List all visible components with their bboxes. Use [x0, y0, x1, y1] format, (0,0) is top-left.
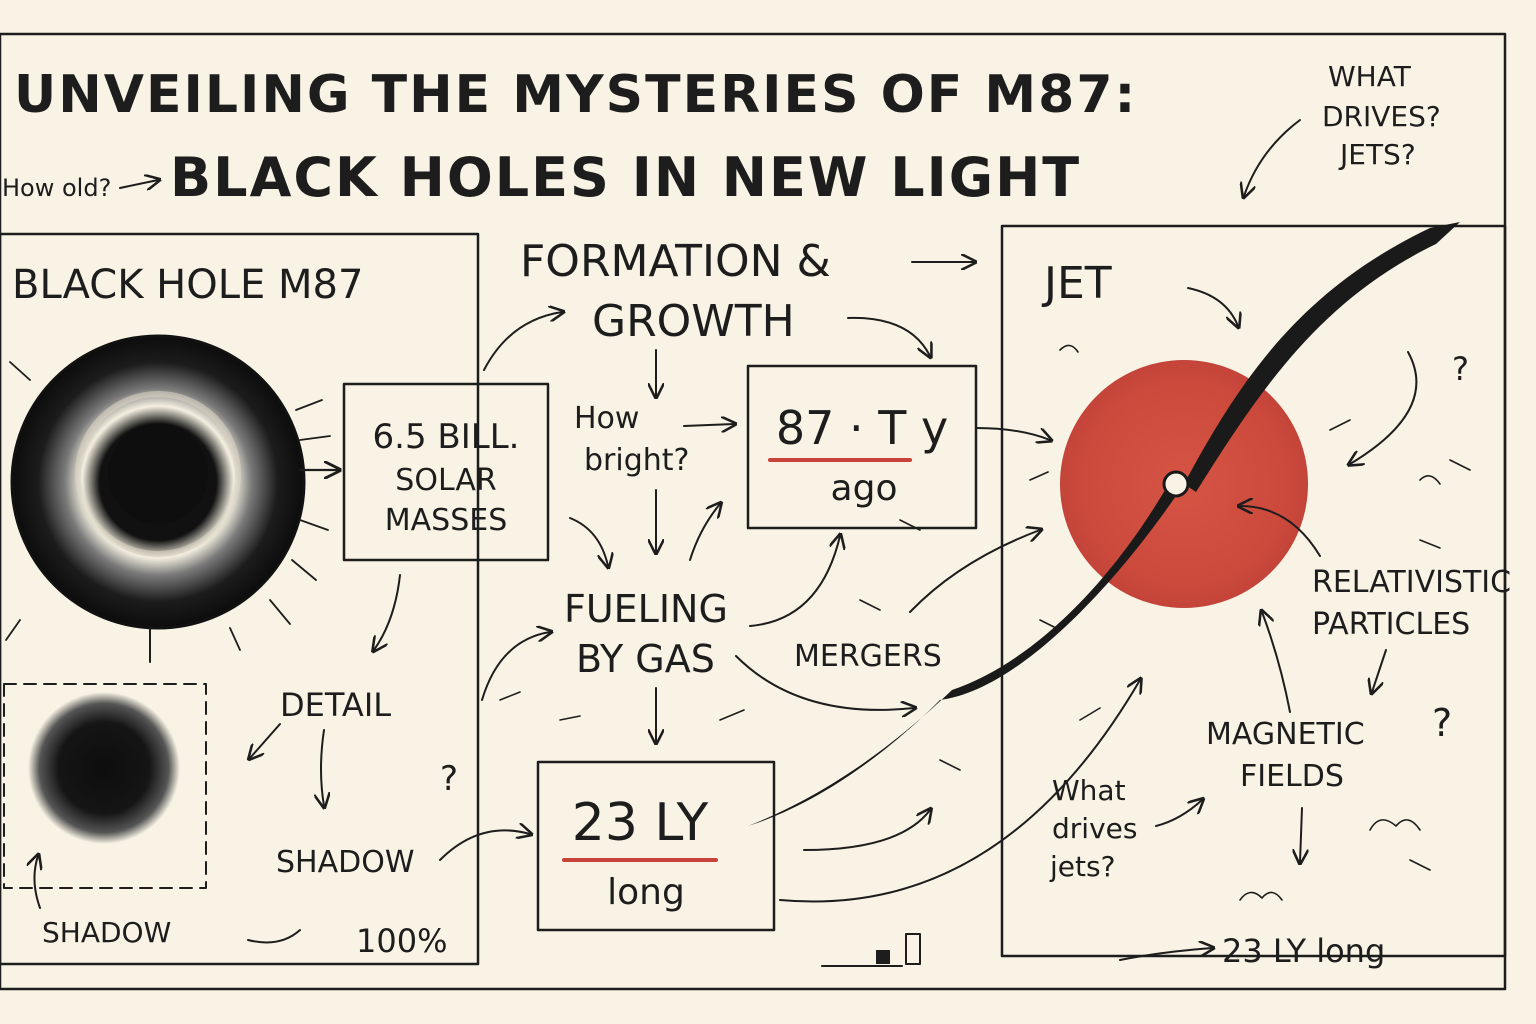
what-drives-arrow	[1155, 800, 1202, 827]
what-drives-line-3: jets?	[1049, 850, 1115, 883]
jet-heading-arrow	[1187, 287, 1238, 326]
fueling-line-1: FUELING	[564, 587, 728, 631]
magnetic-line-1: MAGNETIC	[1206, 717, 1365, 752]
how-bright-line-1: How	[574, 401, 639, 436]
magnetic-line-2: FIELDS	[1240, 759, 1344, 794]
jet-heading: JET	[1041, 258, 1112, 309]
particles-to-core-arrow	[1240, 506, 1321, 557]
magnetic-down-arrow	[1300, 807, 1302, 862]
corner-note-arrow	[1244, 119, 1301, 196]
right-panel-frame	[1000, 224, 1507, 958]
corner-note-line-2: DRIVES?	[1322, 100, 1441, 133]
black-hole-illustration	[5, 334, 331, 663]
what-drives-line-2: drives	[1052, 812, 1137, 845]
how-old-note: How old?	[2, 174, 111, 202]
fueling-to-age-curve	[749, 536, 840, 627]
mergers-to-jet-arrow	[909, 530, 1040, 613]
detail-down-arrow	[321, 729, 324, 806]
shadow-to-length-arrow	[439, 830, 530, 861]
bottom-length-note: 23 LY long	[1222, 932, 1385, 970]
corner-note-line-3: JETS?	[1338, 138, 1416, 171]
length-box	[536, 760, 776, 932]
age-label: ago	[831, 468, 898, 509]
particles-down-arrow	[1372, 649, 1387, 692]
how-bright-line-2: bright?	[584, 443, 689, 478]
left-question-mark: ?	[440, 759, 458, 799]
how-old-arrow	[119, 180, 158, 188]
formation-line-2: GROWTH	[592, 296, 795, 347]
jet-nucleus	[1162, 470, 1190, 498]
shadow-inset-arrow	[34, 856, 40, 909]
age-box	[746, 364, 978, 530]
growth-to-age-arrow	[847, 316, 930, 356]
length-value: 23 LY	[572, 793, 709, 853]
percent-label: 100%	[356, 922, 447, 960]
corner-note-line-1: WHAT	[1328, 60, 1412, 93]
right-curve-arrow	[1350, 351, 1418, 464]
jet-upper-illustration	[1184, 222, 1460, 492]
fueling-to-mergers-arrow	[735, 655, 914, 710]
relativistic-line-2: PARTICLES	[1312, 607, 1470, 642]
panel-to-fueling-arrow	[481, 632, 550, 701]
bottom-note-arrow	[1119, 948, 1212, 961]
shadow-illustration	[28, 692, 180, 844]
shadow-text: SHADOW	[276, 845, 415, 880]
panel-to-formation-arrow	[483, 312, 562, 371]
title-line-1: UNVEILING THE MYSTERIES OF M87:	[14, 65, 1137, 125]
decorative-hatching	[499, 344, 1471, 901]
left-panel-heading: BLACK HOLE M87	[12, 262, 363, 308]
mass-box-line-1: 6.5 BILL.	[373, 417, 520, 457]
tiny-bar-mark	[821, 933, 921, 967]
what-drives-line-1: What	[1052, 774, 1126, 807]
fueling-side-arrow	[569, 517, 608, 566]
mass-to-detail-arrow	[374, 574, 401, 650]
fueling-line-2: BY GAS	[576, 637, 715, 681]
age-value: 87 · T y	[776, 401, 948, 455]
shadow-inset-label: SHADOW	[42, 916, 171, 949]
mass-box	[342, 382, 550, 562]
relativistic-line-1: RELATIVISTIC	[1312, 565, 1511, 600]
right-question-mid: ?	[1432, 701, 1452, 745]
mass-box-line-3: MASSES	[385, 503, 508, 538]
right-question-top: ?	[1452, 350, 1469, 388]
left-panel-frame	[0, 232, 480, 966]
fueling-to-age-arrow	[689, 504, 720, 561]
mass-box-line-2: SOLAR	[395, 463, 496, 498]
length-to-particles-arrow	[779, 680, 1140, 903]
shadow-inset-frame	[3, 683, 207, 889]
age-to-jet-arrow	[975, 427, 1050, 440]
title-line-2: BLACK HOLES IN NEW LIGHT	[170, 146, 1081, 209]
magnetic-to-core-arrow	[1262, 612, 1291, 713]
detail-to-shadow-arrow	[250, 723, 281, 758]
mergers-label: MERGERS	[794, 639, 942, 674]
detail-label: DETAIL	[280, 686, 391, 724]
how-bright-to-age-arrow	[683, 424, 734, 426]
formation-line-1: FORMATION &	[520, 236, 831, 287]
length-to-jet-arrow	[803, 810, 930, 851]
length-label: long	[607, 872, 685, 913]
percent-squiggle	[247, 929, 301, 944]
